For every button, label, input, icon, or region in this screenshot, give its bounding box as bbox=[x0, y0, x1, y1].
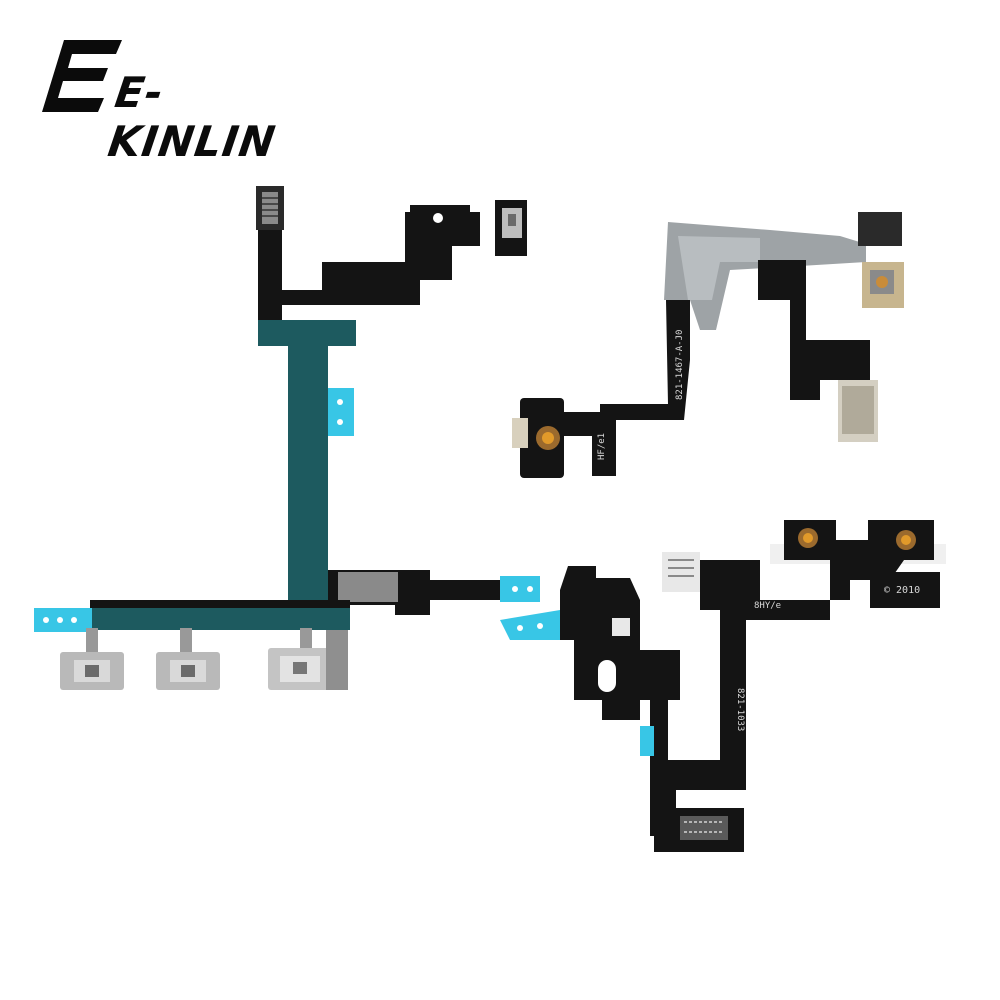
brand-logo: E-KINLIN bbox=[42, 38, 282, 166]
part-number-a: 821-1467-A-J0 bbox=[675, 330, 685, 400]
left-flex-cable bbox=[34, 186, 540, 690]
top-right-flex-cable: HF/e1 821-1467-A-J0 bbox=[512, 212, 904, 478]
svg-text:HF/e1: HF/e1 bbox=[597, 433, 607, 460]
copyright-marking: © 2010 bbox=[884, 585, 920, 596]
e-letter-icon bbox=[42, 40, 122, 112]
small-code: 8HY/e bbox=[754, 601, 781, 611]
part-number-b: 821-1033 bbox=[735, 688, 745, 731]
bottom-right-flex-cable: © 2010 8HY/e 821-1033 bbox=[500, 520, 946, 852]
